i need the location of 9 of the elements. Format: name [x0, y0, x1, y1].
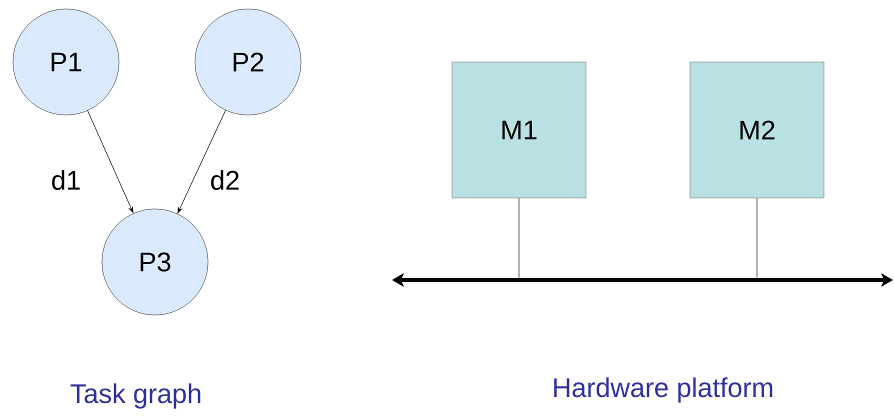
connector-line — [518, 198, 520, 278]
edge-label: d2 — [209, 169, 242, 191]
module-box: M1 — [452, 62, 586, 198]
module-box: M2 — [690, 62, 824, 198]
edge-label: d1 — [50, 169, 82, 191]
bus-arrow — [392, 273, 893, 287]
caption-label: Task graph — [70, 383, 200, 409]
connector-line — [756, 198, 758, 278]
caption-label: Hardware platform — [554, 377, 772, 403]
